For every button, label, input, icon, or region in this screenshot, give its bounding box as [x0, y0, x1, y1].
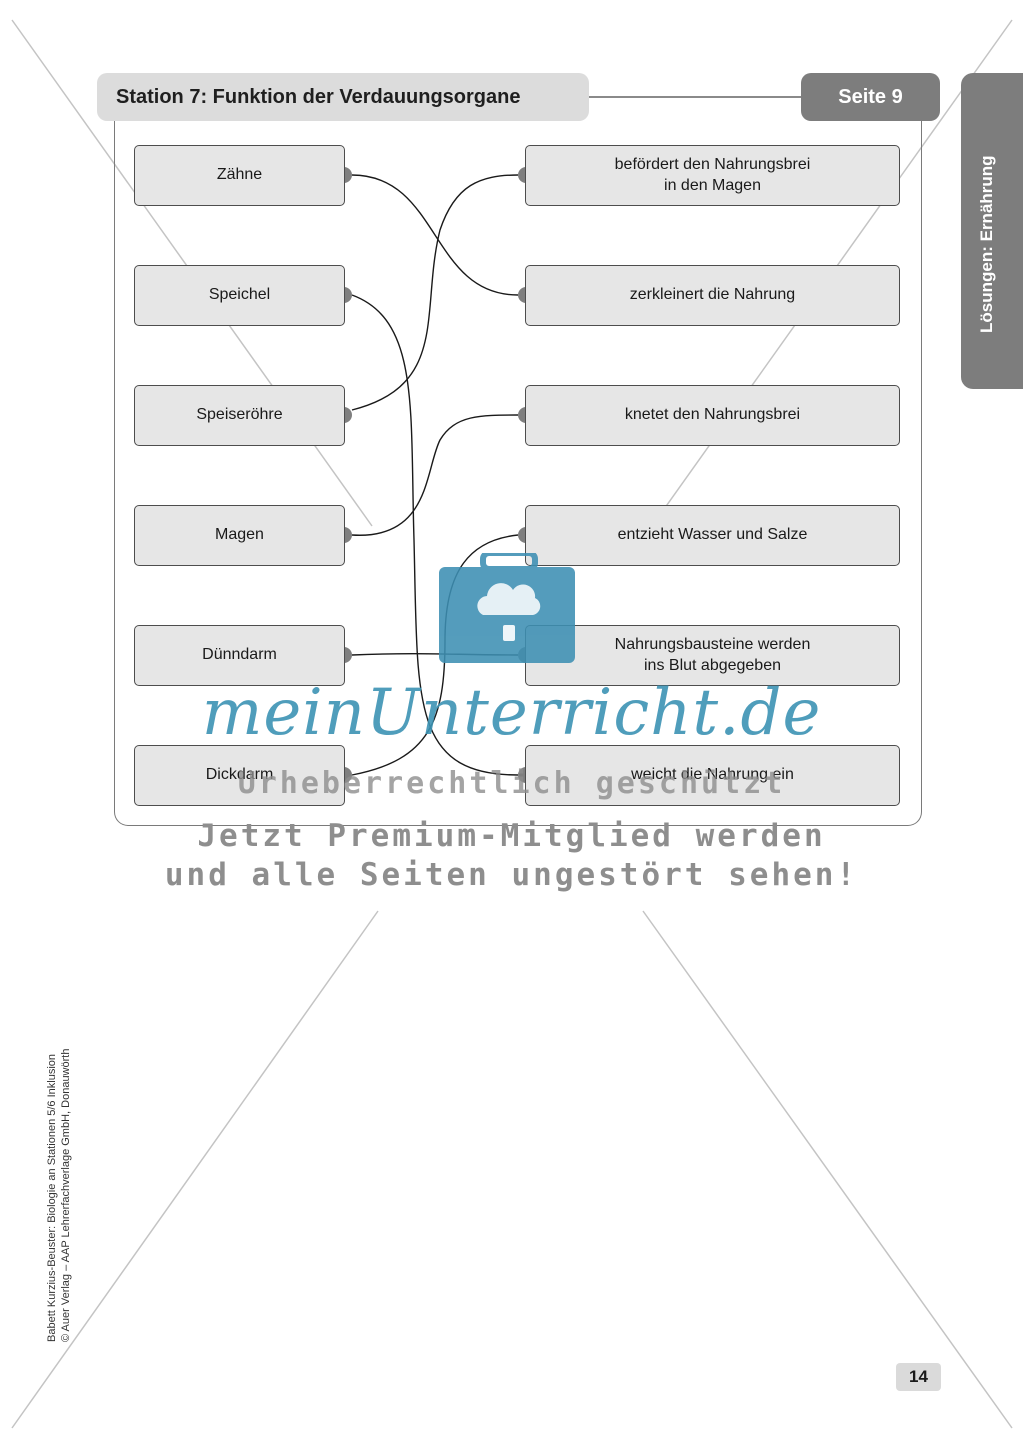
organ-box: Dickdarm [134, 745, 345, 806]
link-magen [351, 414, 519, 536]
function-label: entzieht Wasser und Salze [617, 526, 808, 544]
organ-label: Speiseröhre [196, 406, 283, 424]
organ-label: Speichel [208, 286, 271, 304]
function-box: Nahrungsbausteine werden ins Blut abgege… [525, 625, 900, 686]
watermark-premium-line2: und alle Seiten ungestört sehen! [164, 857, 859, 893]
knob-right-4 [518, 527, 526, 543]
function-box: zerkleinert die Nahrung [525, 265, 900, 326]
watermark-brand: meinUnterricht.de [201, 676, 822, 750]
organ-box: Magen [134, 505, 345, 566]
organ-box: Speichel [134, 265, 345, 326]
knob-left-4 [344, 527, 352, 543]
side-tab [961, 73, 1023, 389]
organ-label: Zähne [216, 166, 263, 184]
organ-label: Dünndarm [202, 646, 277, 664]
function-label: knetet den Nahrungsbrei [624, 406, 801, 424]
knob-right-2 [518, 287, 526, 303]
link-zaehne [351, 174, 519, 296]
function-box: weicht die Nahrung ein [525, 745, 900, 806]
knob-left-2 [344, 287, 352, 303]
function-label: weicht die Nahrung ein [631, 766, 794, 784]
organ-label: Magen [215, 526, 264, 544]
function-label: zerkleinert die Nahrung [629, 286, 796, 304]
page-number: 14 [896, 1363, 941, 1391]
organ-label: Dickdarm [205, 766, 274, 784]
function-box: entzieht Wasser und Salze [525, 505, 900, 566]
organ-box: Dünndarm [134, 625, 345, 686]
knob-left-5 [344, 647, 352, 663]
briefcase-cloud-icon [439, 553, 575, 663]
worksheet-frame [114, 121, 922, 826]
knob-left-6 [344, 767, 352, 783]
page-tab: Seite 9 [801, 73, 940, 121]
function-box: knetet den Nahrungsbrei [525, 385, 900, 446]
publisher-credits: Babett Kurzius-Beuster: Biologie an Stat… [46, 1048, 72, 1342]
watermark-copyright: Urheberrechtlich geschützt [237, 766, 786, 801]
knob-left-3 [344, 407, 352, 423]
knob-right-1 [518, 167, 526, 183]
organ-box: Zähne [134, 145, 345, 206]
header-divider [589, 96, 801, 98]
function-label: Nahrungsbausteine werden ins Blut abgege… [614, 635, 811, 674]
watermark-premium-line1: Jetzt Premium-Mitglied werden [197, 818, 826, 854]
station-title: Station 7: Funktion der Verdauungsorgane [97, 73, 589, 121]
knob-right-3 [518, 407, 526, 423]
organ-box: Speiseröhre [134, 385, 345, 446]
knob-right-6 [518, 767, 526, 783]
knob-left-1 [344, 167, 352, 183]
link-speiseroehre [351, 174, 519, 411]
function-box: befördert den Nahrungsbrei in den Magen [525, 145, 900, 206]
link-speichel [351, 294, 519, 776]
function-label: befördert den Nahrungsbrei in den Magen [614, 155, 811, 194]
